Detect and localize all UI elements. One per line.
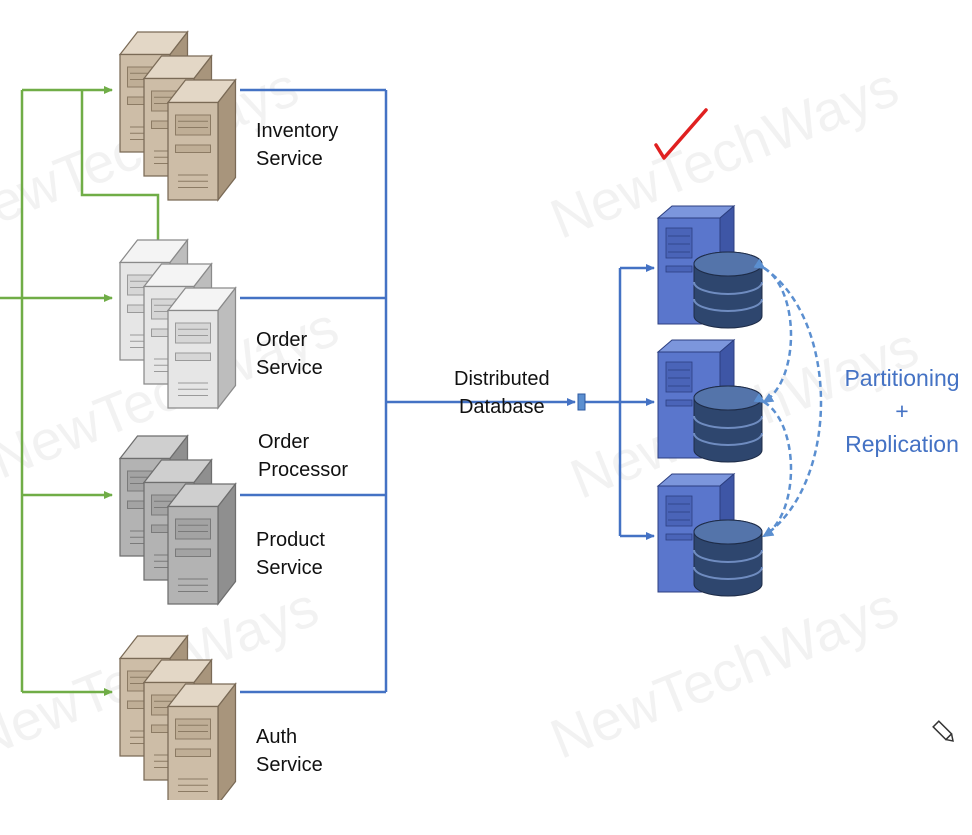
architecture-diagram: NewTechWays NewTechWays NewTechWays NewT…	[0, 0, 960, 800]
diagram-canvas	[0, 0, 956, 800]
database-server-icon	[657, 473, 763, 597]
checkmark-icon	[654, 108, 708, 160]
partitioning-replication-label: Partitioning+Replication	[844, 365, 960, 457]
database-server-icon	[657, 205, 763, 329]
pencil-icon[interactable]	[932, 720, 956, 744]
connector-node	[577, 393, 586, 411]
server-rack-icon	[120, 32, 236, 200]
blue-connector-lines	[240, 88, 655, 694]
server-rack-icon	[120, 436, 236, 604]
green-connector-lines	[0, 86, 160, 696]
database-server-icon	[657, 339, 763, 463]
server-rack-icon	[120, 636, 236, 800]
server-rack-icon	[120, 240, 236, 408]
replication-arrows	[753, 258, 823, 538]
